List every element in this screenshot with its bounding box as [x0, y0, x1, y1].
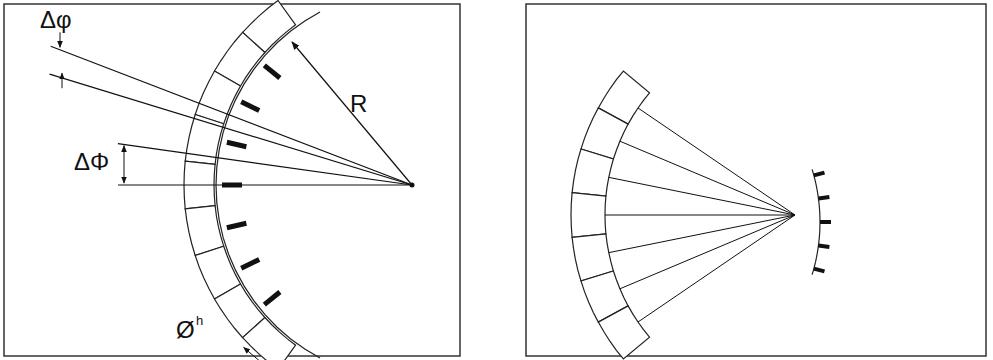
radius-arrow [292, 42, 412, 185]
segment-block [598, 306, 649, 359]
angle-line [118, 144, 412, 185]
center-point [410, 183, 415, 188]
sensor-tick [227, 142, 246, 146]
sensor-tick [820, 220, 831, 224]
segment-block [195, 71, 240, 124]
sensor-tick [241, 260, 259, 269]
dimension-arrow [124, 146, 125, 183]
focus-line [620, 141, 795, 215]
sensor-tick [264, 292, 280, 305]
panel-frame [526, 4, 986, 356]
segment-block [572, 149, 613, 196]
angle-line [51, 46, 412, 185]
sensor-tick [818, 245, 829, 246]
segment-block [571, 193, 606, 238]
dimension-arrow [60, 32, 61, 47]
radius-label: R [350, 92, 367, 116]
focus-line [609, 177, 795, 215]
panel-frame [4, 4, 460, 356]
sensor-tick [264, 65, 280, 78]
sensor-tick [814, 173, 825, 176]
sensor-tick [227, 223, 246, 227]
angle-line [50, 74, 412, 185]
dimension-arrow [62, 73, 63, 88]
focus-line [620, 215, 795, 289]
sensor-arc [812, 169, 820, 274]
reference-line [118, 184, 414, 185]
sensor-tick [814, 269, 825, 272]
width-label: h [196, 314, 203, 327]
focus-line [638, 215, 795, 322]
sensor-tick [241, 102, 259, 111]
angle-label: ΔΦ [74, 150, 109, 174]
sensor-tick [818, 197, 829, 198]
dimension-arrow [244, 348, 281, 360]
angle-label: Δφ [40, 8, 72, 32]
focus-line [605, 215, 795, 216]
width-label: Ø [176, 318, 195, 342]
